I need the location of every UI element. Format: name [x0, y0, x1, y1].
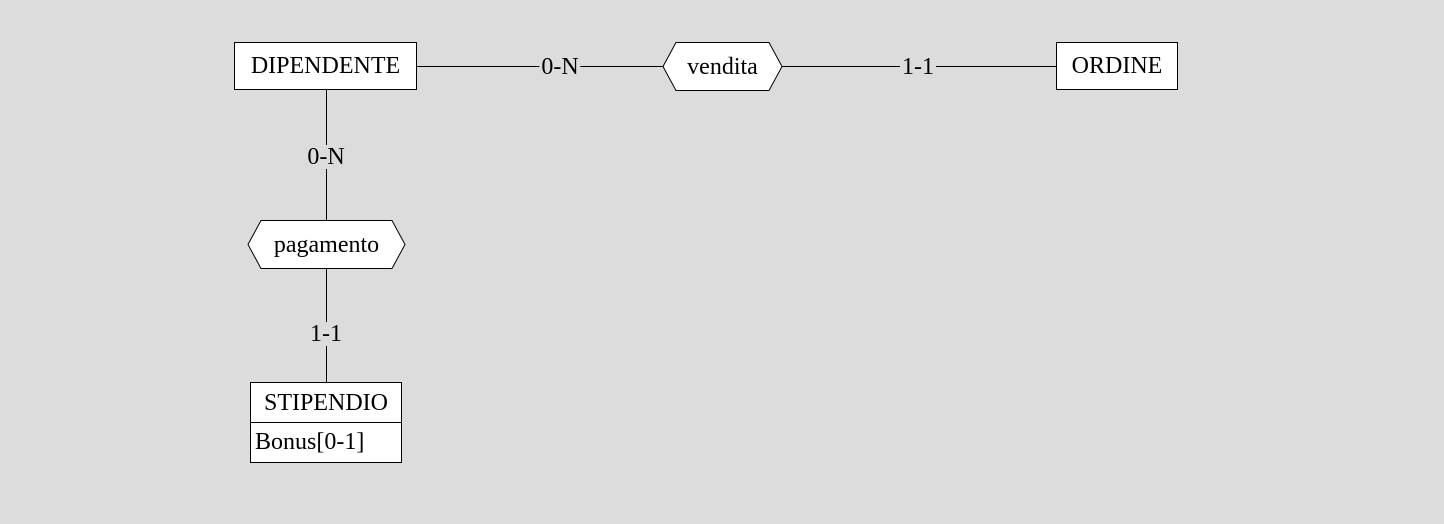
entity-stipendio[interactable]: STIPENDIO Bonus[0-1]	[250, 382, 402, 463]
entity-dipendente-label: DIPENDENTE	[250, 53, 401, 79]
entity-stipendio-title: STIPENDIO	[251, 383, 401, 423]
entity-stipendio-attribute: Bonus[0-1]	[251, 423, 401, 461]
cardinality-dipendente-pagamento: 0-N	[305, 144, 347, 170]
entity-ordine-label: ORDINE	[1071, 53, 1163, 79]
cardinality-vendita-ordine: 1-1	[900, 54, 936, 80]
relationship-pagamento[interactable]: pagamento	[247, 220, 406, 269]
relationship-vendita-label: vendita	[687, 53, 758, 80]
cardinality-pagamento-stipendio: 1-1	[308, 321, 344, 347]
attribute-bonus-label: Bonus[0-1]	[255, 429, 365, 455]
relationship-pagamento-shape	[247, 220, 406, 269]
entity-ordine[interactable]: ORDINE	[1056, 42, 1178, 90]
relationship-vendita-shape	[662, 42, 783, 91]
relationship-pagamento-label: pagamento	[273, 231, 380, 258]
entity-stipendio-label: STIPENDIO	[264, 389, 388, 416]
cardinality-dipendente-vendita: 0-N	[539, 54, 581, 80]
relationship-vendita[interactable]: vendita	[662, 42, 783, 91]
entity-dipendente[interactable]: DIPENDENTE	[234, 42, 417, 90]
